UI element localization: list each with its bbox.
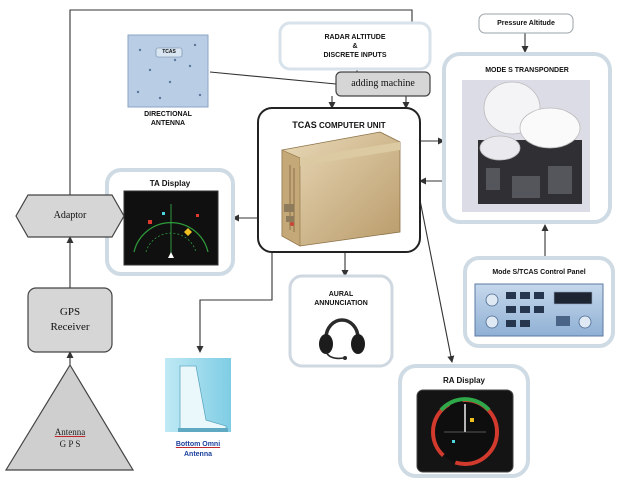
bottom-omni-antenna-label-line2: Antenna — [184, 451, 212, 458]
antenna-panel-text: TCAS — [162, 49, 176, 55]
aural-annunciation-label-line2: ANNUNCIATION — [314, 300, 368, 307]
mode-s-transponder-label: MODE S TRANSPONDER — [485, 67, 569, 74]
aural-annunciation-label-line1: AURAL — [328, 291, 354, 298]
tcas-computer-unit-label-a: TCAS — [292, 120, 317, 130]
aural-headset-image — [319, 318, 365, 360]
gps-receiver-box — [27, 287, 113, 353]
radar-altitude-label-line2: & — [352, 43, 358, 50]
ta-display-image — [123, 190, 219, 266]
directional-antenna-label-line2: ANTENNA — [150, 120, 186, 127]
radar-altitude-label-line3: DISCRETE INPUTS — [323, 52, 387, 59]
directional-antenna-image — [127, 34, 209, 108]
ra-display-image — [416, 389, 514, 473]
adaptor-hexagon — [15, 194, 125, 238]
bottom-omni-antenna-image — [165, 358, 231, 432]
bottom-omni-antenna-label-line1: Bottom Omni — [175, 441, 221, 448]
ta-display-label: TA Display — [149, 179, 191, 188]
line-antenna-to-adding-machine — [209, 71, 337, 85]
pressure-altitude-box — [478, 13, 574, 34]
gps-antenna-triangle — [4, 363, 135, 471]
arrow-tcas-to-ra-display — [417, 189, 455, 363]
adding-machine-label: adding machine — [351, 78, 415, 89]
directional-antenna-label-line1: DIRECTIONAL — [144, 111, 192, 118]
arrow-tcas-to-omni-antenna — [196, 252, 273, 353]
gps-receiver-label-line1: GPS — [59, 306, 81, 318]
radar-altitude-label-line1: RADAR ALTITUDE — [324, 34, 386, 41]
adaptor-label: Adaptor — [53, 210, 87, 221]
gps-receiver-label-line2: Receiver — [50, 321, 90, 333]
ra-display-label: RA Display — [443, 376, 485, 385]
adding-machine-box — [335, 71, 431, 97]
tcas-computer-unit-label-b: COMPUTER UNIT — [316, 121, 386, 130]
control-panel-label: Mode S/TCAS Control Panel — [492, 269, 586, 276]
tcas-computer-unit-image — [281, 131, 401, 247]
antenna-gps-label-line1: Antenna — [54, 427, 86, 437]
radar-altitude-box — [278, 21, 432, 71]
control-panel-image — [474, 283, 604, 337]
mode-s-transponder-image — [462, 80, 590, 212]
pressure-altitude-label: Pressure Altitude — [497, 20, 555, 27]
tcas-computer-unit-label: TCAS COMPUTER UNIT — [258, 120, 420, 131]
antenna-gps-label-line2: G P S — [59, 439, 81, 449]
